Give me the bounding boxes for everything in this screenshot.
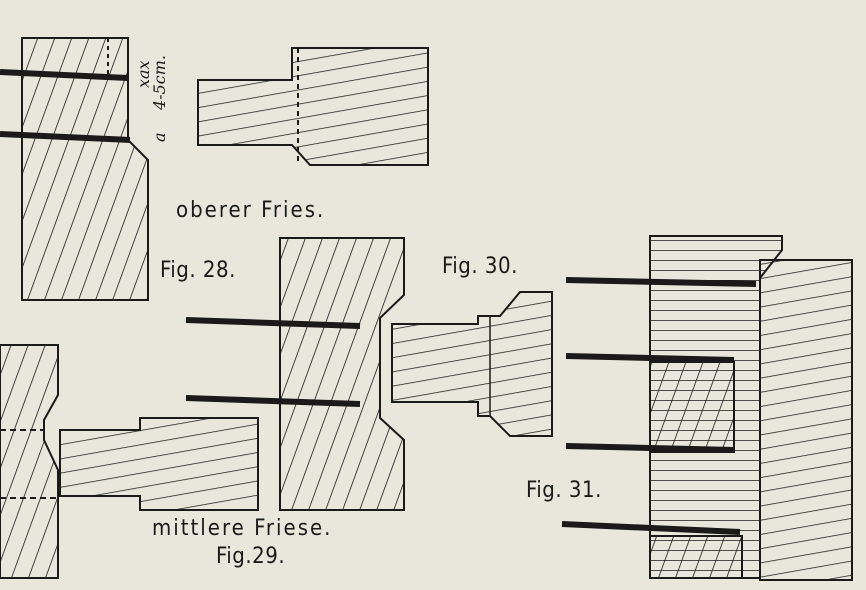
label-fig29: Fig.29. [216,544,286,569]
dimension-a-label: a [150,132,169,142]
dimension-range-label: 4-5cm. [150,55,169,110]
fig30-drawing [391,291,553,437]
fig28-drawing [0,37,429,301]
fig29-drawing [0,237,405,579]
caption-mittlere-friese: mittlere Friese. [152,516,333,541]
label-fig31: Fig. 31. [526,478,602,503]
label-fig28: Fig. 28. [160,258,236,283]
caption-oberer-fries: oberer Fries. [176,198,326,223]
label-fig30: Fig. 30. [442,254,518,279]
fig31-drawing [561,235,853,581]
